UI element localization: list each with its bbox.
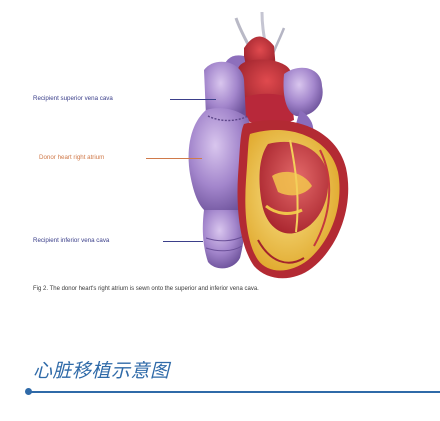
label-donor-right-atrium: Donor heart right atrium [39, 154, 104, 161]
title-underline [30, 391, 440, 393]
pulmonary-veins [284, 68, 323, 116]
figure-caption: Fig 2. The donor heart's right atrium is… [33, 286, 433, 292]
page-title: 心脏移植示意图 [33, 356, 170, 383]
leader-line-donor-right-atrium [146, 158, 202, 159]
leader-line-inferior-vena-cava [163, 241, 203, 242]
title-bullet-dot [25, 388, 32, 395]
leader-line-superior-vena-cava [170, 99, 216, 100]
label-superior-vena-cava: Recipient superior vena cava [33, 95, 113, 102]
label-inferior-vena-cava: Recipient inferior vena cava [33, 237, 109, 244]
